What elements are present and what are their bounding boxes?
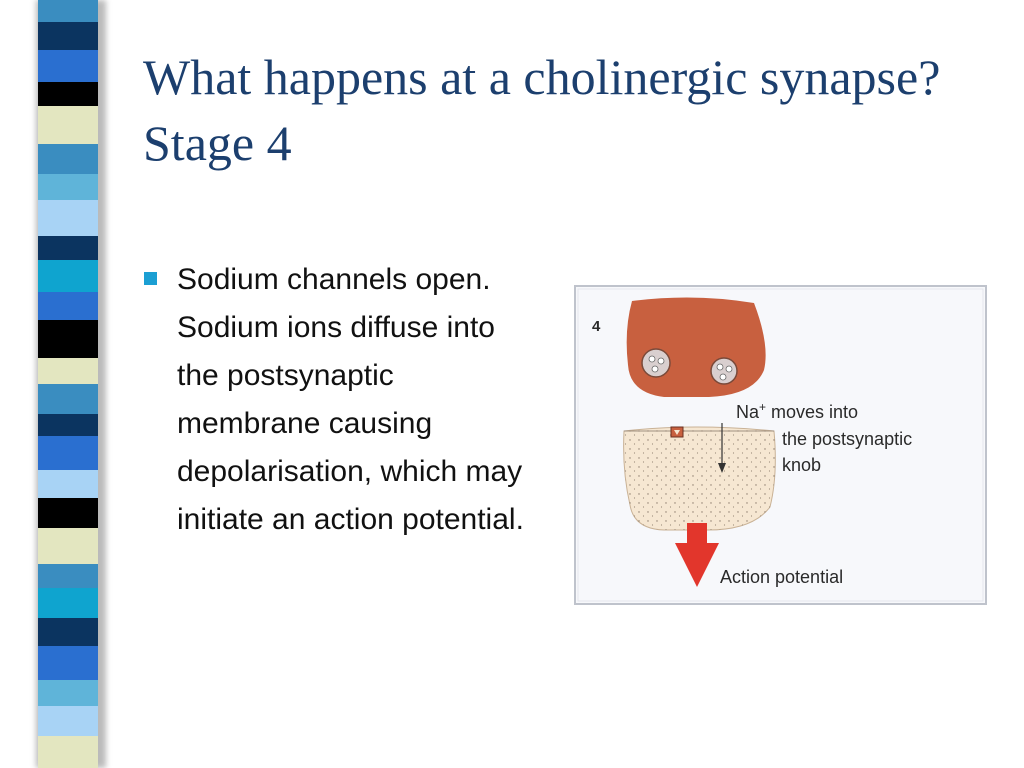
sodium-label-line3: knob [782, 455, 821, 475]
stripe-segment [38, 144, 98, 174]
stripe-segment [38, 564, 98, 588]
presynaptic-knob [626, 297, 766, 397]
vesicle-right [710, 357, 738, 385]
stripe-segment [38, 528, 98, 564]
stripe-segment [38, 470, 98, 498]
stripe-segment [38, 174, 98, 200]
stripe-segment [38, 384, 98, 414]
stripe-segment [38, 706, 98, 736]
stripe-segment [38, 236, 98, 260]
sodium-label-line2: the postsynaptic [782, 429, 912, 449]
stripe-segment [38, 82, 98, 106]
stripe-segment [38, 106, 98, 144]
stripe-segment [38, 260, 98, 292]
vesicle-left [641, 348, 671, 378]
stage-number: 4 [592, 318, 601, 335]
synapse-diagram-graphic: 4 Na+ moves into the postsyn [574, 285, 987, 605]
stripe-segment [38, 618, 98, 646]
stripe-segment [38, 680, 98, 706]
stripe-segment [38, 292, 98, 320]
slide-title: What happens at a cholinergic synapse? S… [143, 49, 941, 171]
stripe-segment [38, 50, 98, 82]
bullet-square-icon [144, 272, 157, 285]
stripe-segment [38, 588, 98, 618]
synapse-diagram: 4 Na+ moves into the postsyn [574, 285, 987, 605]
stripe-segment [38, 646, 98, 680]
stripe-bar-graphic [36, 0, 106, 768]
stripe-segment [38, 358, 98, 384]
action-potential-arrow-icon [675, 523, 719, 587]
stripe-segment [38, 200, 98, 236]
decorative-stripe-bar [0, 0, 118, 768]
stripe-segment [38, 414, 98, 436]
stripe-segment [38, 0, 98, 22]
action-potential-label: Action potential [720, 567, 843, 587]
stripe-segment [38, 320, 98, 358]
bullet-text: Sodium channels open. Sodium ions diffus… [177, 263, 524, 536]
sodium-label: Na+ moves into [736, 400, 858, 422]
stripe-segment [38, 736, 98, 768]
stripe-segment [38, 498, 98, 528]
stripe-segment [38, 22, 98, 50]
stripe-segment [38, 436, 98, 470]
